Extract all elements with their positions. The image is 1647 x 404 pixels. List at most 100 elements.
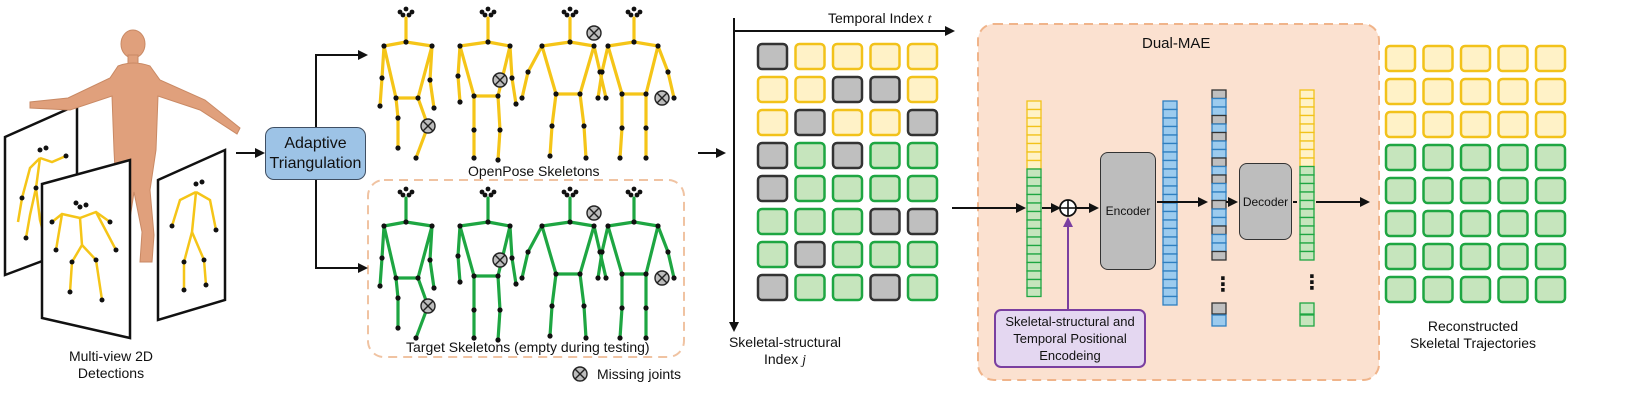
token-matrix xyxy=(756,42,939,302)
input-token-yellow xyxy=(1026,159,1042,170)
pos-line2: Temporal Positional xyxy=(1013,331,1127,346)
decoded-token-green xyxy=(1299,165,1315,176)
decoder-label: Decoder xyxy=(1242,194,1289,209)
input-view-2 xyxy=(40,158,132,340)
input-token-green xyxy=(1026,202,1042,213)
decoded-token-green xyxy=(1299,233,1315,244)
matrix-cell-gray xyxy=(906,108,939,137)
encoded-token-blue xyxy=(1211,123,1227,134)
encoded-token-gray xyxy=(1211,131,1227,142)
temporal-axis-label: Temporal Index t xyxy=(828,10,932,28)
decoder-box: Decoder xyxy=(1239,163,1292,240)
openpose-skeleton-3 xyxy=(519,6,609,161)
input-token-green xyxy=(1026,261,1042,272)
pos-token-blue xyxy=(1162,117,1178,128)
matrix-cell-yellow xyxy=(756,108,789,137)
matrix-cell-gray xyxy=(831,141,864,170)
output-cell-yellow xyxy=(1534,44,1567,73)
input-token-green xyxy=(1026,244,1042,255)
reconstructed-matrix xyxy=(1384,44,1567,304)
output-cell-green xyxy=(1422,209,1454,238)
matrix-cell-green xyxy=(869,141,901,170)
decoded-token-green xyxy=(1299,174,1315,185)
matrix-cell-yellow xyxy=(794,42,826,71)
output-cell-green xyxy=(1534,143,1567,172)
matrix-cell-gray xyxy=(869,75,901,104)
matrix-cell-green xyxy=(831,207,864,236)
dualmae-internals xyxy=(1026,89,1315,327)
pos-token-blue xyxy=(1162,295,1178,306)
encoded-token-gray xyxy=(1211,250,1227,261)
input-token-green xyxy=(1026,270,1042,281)
openpose-skeleton-4 xyxy=(595,6,677,161)
matrix-cell-gray xyxy=(756,141,789,170)
matrix-cell-gray xyxy=(906,207,939,236)
encoded-token-gray xyxy=(1211,302,1227,315)
decoded-token-green xyxy=(1299,216,1315,227)
decoded-token-yellow xyxy=(1299,123,1315,134)
encoded-dots: ⋮ xyxy=(1213,274,1233,296)
encoded-token-gray xyxy=(1211,199,1227,210)
encoded-token-gray xyxy=(1211,89,1227,100)
decoded-token-green xyxy=(1299,250,1315,261)
output-line2: Skeletal Trajectories xyxy=(1409,335,1537,351)
matrix-cell-green xyxy=(794,141,826,170)
matrix-cell-green xyxy=(906,174,939,203)
matrix-cell-green xyxy=(831,240,864,269)
target-skeleton-1 xyxy=(377,186,437,341)
encoded-token-gray xyxy=(1211,114,1227,125)
pos-token-blue xyxy=(1162,278,1178,289)
encoded-token-gray xyxy=(1211,225,1227,236)
matrix-cell-green xyxy=(794,273,826,302)
encoded-token-blue xyxy=(1211,182,1227,193)
input-token-green xyxy=(1026,210,1042,221)
output-cell-green xyxy=(1497,176,1529,205)
structural-axis-label: Skeletal-structural Index j xyxy=(722,334,848,369)
pos-token-blue xyxy=(1162,219,1178,230)
pos-token-blue xyxy=(1162,168,1178,179)
output-cell-yellow xyxy=(1497,77,1529,106)
decoded-token-green xyxy=(1299,302,1315,315)
output-cell-yellow xyxy=(1384,110,1417,139)
encoded-token-blue xyxy=(1211,191,1227,202)
output-cell-green xyxy=(1497,242,1529,271)
decoded-token-yellow xyxy=(1299,114,1315,125)
decoded-token-yellow xyxy=(1299,131,1315,142)
pos-token-blue xyxy=(1162,142,1178,153)
output-cell-yellow xyxy=(1459,110,1492,139)
output-cell-yellow xyxy=(1422,110,1454,139)
output-cell-yellow xyxy=(1384,44,1417,73)
pos-token-blue xyxy=(1162,261,1178,272)
missing-joint-icon xyxy=(572,366,588,382)
decoded-token-green xyxy=(1299,242,1315,253)
decoded-token-yellow xyxy=(1299,106,1315,117)
output-cell-yellow xyxy=(1534,77,1567,106)
pos-token-blue xyxy=(1162,244,1178,255)
encoded-token-blue xyxy=(1211,208,1227,219)
matrix-cell-green xyxy=(794,207,826,236)
input-token-yellow xyxy=(1026,142,1042,153)
matrix-cell-green xyxy=(756,240,789,269)
decoded-token-yellow xyxy=(1299,89,1315,100)
matrix-cell-green xyxy=(756,207,789,236)
matrix-cell-yellow xyxy=(831,42,864,71)
pos-line1: Skeletal-structural and xyxy=(1005,314,1135,329)
input-token-yellow xyxy=(1026,108,1042,119)
sum-icon xyxy=(1059,199,1077,217)
input-token-green xyxy=(1026,227,1042,238)
output-cell-green xyxy=(1459,209,1492,238)
output-cell-yellow xyxy=(1459,44,1492,73)
openpose-skeleton-2 xyxy=(455,6,519,163)
encoder-box: Encoder xyxy=(1100,152,1156,270)
matrix-cell-gray xyxy=(794,108,826,137)
input-token-green xyxy=(1026,176,1042,187)
decoded-token-green xyxy=(1299,182,1315,193)
encoded-token-blue xyxy=(1211,140,1227,151)
output-cell-yellow xyxy=(1497,110,1529,139)
adaptive-line2: Triangulation xyxy=(269,154,362,172)
matrix-cell-yellow xyxy=(794,75,826,104)
output-cell-green xyxy=(1534,176,1567,205)
output-cell-green xyxy=(1422,176,1454,205)
